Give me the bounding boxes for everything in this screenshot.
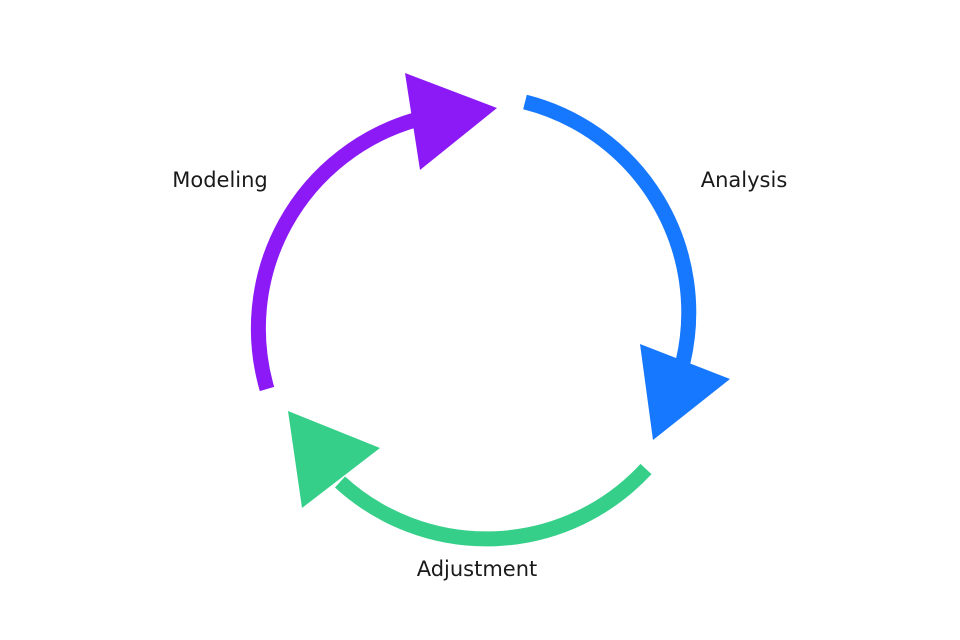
arrowhead-analysis	[640, 344, 730, 440]
arrowhead-modeling	[405, 73, 497, 170]
label-modeling: Modeling	[172, 168, 268, 192]
arrow-adjustment-to-modeling	[288, 411, 652, 547]
arc-analysis	[523, 94, 697, 364]
arrow-modeling-to-analysis	[250, 73, 497, 392]
label-analysis: Analysis	[701, 168, 788, 192]
label-adjustment: Adjustment	[417, 557, 538, 581]
arrowhead-adjustment	[288, 411, 380, 508]
arc-modeling	[250, 112, 418, 392]
arc-adjustment	[334, 463, 652, 547]
arrow-analysis-to-adjustment	[523, 94, 730, 440]
